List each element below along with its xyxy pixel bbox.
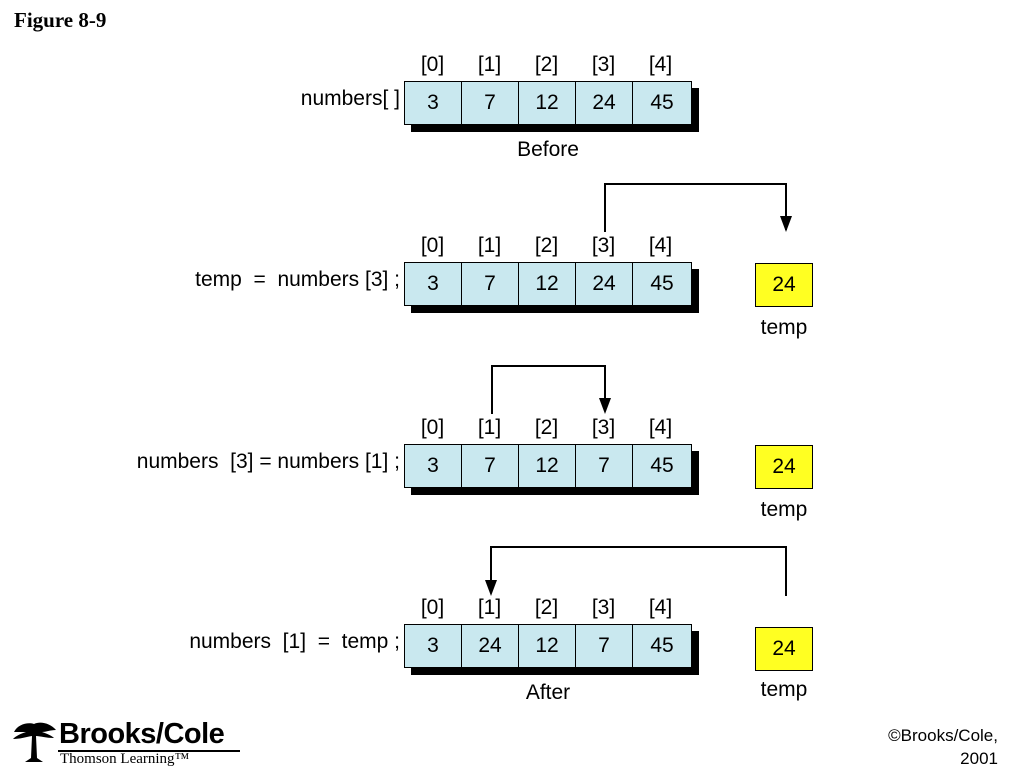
copyright-notice: ©Brooks/Cole, 2001 <box>798 724 998 770</box>
publisher-logo: Brooks/Cole Thomson Learning™ <box>10 718 250 767</box>
index-label: [2] <box>534 234 559 257</box>
array-box: 3 7 12 24 45 <box>404 81 699 132</box>
array-cell: 45 <box>650 454 674 477</box>
array-box: 3 7 12 24 45 <box>404 262 699 313</box>
index-label: [2] <box>534 53 559 76</box>
index-label: [4] <box>648 234 673 257</box>
array-cell: 3 <box>405 625 462 667</box>
index-label: [0] <box>420 596 445 619</box>
index-label: [1] <box>477 596 502 619</box>
array-cells: 3 7 12 7 45 <box>404 444 692 488</box>
index-labels: [0] [1] [2] [3] [4] <box>404 597 692 618</box>
array-box: 3 7 12 7 45 <box>404 444 699 495</box>
array-cell: 45 <box>650 634 674 657</box>
index-labels: [0] [1] [2] [3] [4] <box>404 417 692 438</box>
index-label: [3] <box>591 234 616 257</box>
array-cells: 3 24 12 7 45 <box>404 624 692 668</box>
index-label: [3] <box>591 596 616 619</box>
index-label: [4] <box>648 596 673 619</box>
index-label: [0] <box>420 416 445 439</box>
array-cell: 12 <box>519 263 576 305</box>
array-cell: 7 <box>576 445 633 487</box>
logo-subtitle: Thomson Learning™ <box>60 751 190 767</box>
temp-label: temp <box>760 316 808 339</box>
row-copy-to-temp: [0] [1] [2] [3] [4] temp = numbers [3] ;… <box>0 181 1024 339</box>
logo-name: Brooks/Cole <box>59 718 225 750</box>
array-cell: 24 <box>576 263 633 305</box>
index-label: [4] <box>648 416 673 439</box>
array-cell: 3 <box>405 263 462 305</box>
copyright-line: ©Brooks/Cole, <box>888 726 998 745</box>
array-cell: 45 <box>650 272 674 295</box>
array-cell: 12 <box>519 625 576 667</box>
statement-label: numbers [1] = temp ; <box>189 630 400 653</box>
caption-before: Before <box>517 138 579 161</box>
statement-label: numbers [3] = numbers [1] ; <box>136 450 400 473</box>
index-label: [3] <box>591 416 616 439</box>
index-label: [1] <box>477 53 502 76</box>
row-after: [0] [1] [2] [3] [4] numbers [1] = temp ;… <box>0 543 1024 704</box>
index-label: [2] <box>534 416 559 439</box>
statement-label: temp = numbers [3] ; <box>195 268 400 291</box>
caption-after: After <box>525 681 571 704</box>
statement-label: numbers[ ] <box>300 87 400 110</box>
array-cell: 12 <box>519 445 576 487</box>
index-labels: [0] [1] [2] [3] [4] <box>404 235 692 256</box>
array-cell: 3 <box>405 82 462 124</box>
index-label: [1] <box>477 416 502 439</box>
array-cell: 24 <box>462 625 519 667</box>
figure-title: Figure 8-9 <box>14 8 107 32</box>
temp-label: temp <box>760 678 808 701</box>
index-label: [1] <box>477 234 502 257</box>
index-label: [4] <box>648 53 673 76</box>
array-box: 3 24 12 7 45 <box>404 624 699 675</box>
logo-divider <box>58 750 240 752</box>
array-cells: 3 7 12 24 45 <box>404 262 692 306</box>
temp-box: 24 <box>755 627 813 671</box>
index-label: [0] <box>420 234 445 257</box>
temp-label: temp <box>760 498 808 521</box>
array-cell: 24 <box>576 82 633 124</box>
array-cell: 7 <box>462 445 519 487</box>
array-cell: 3 <box>405 445 462 487</box>
array-cell: 7 <box>462 82 519 124</box>
row-before: [0] [1] [2] [3] [4] numbers[ ] 3 7 12 24… <box>0 0 1024 161</box>
row-copy-index: [0] [1] [2] [3] [4] numbers [3] = number… <box>0 363 1024 521</box>
index-label: [2] <box>534 596 559 619</box>
index-labels: [0] [1] [2] [3] [4] <box>404 54 692 75</box>
index-label: [3] <box>591 53 616 76</box>
array-cell: 12 <box>519 82 576 124</box>
array-cell: 45 <box>650 91 674 114</box>
temp-box: 24 <box>755 263 813 307</box>
index-label: [0] <box>420 53 445 76</box>
array-cell: 7 <box>576 625 633 667</box>
array-cells: 3 7 12 24 45 <box>404 81 692 125</box>
array-cell: 7 <box>462 263 519 305</box>
temp-box: 24 <box>755 445 813 489</box>
tree-icon <box>13 722 56 762</box>
copyright-year: 2001 <box>960 749 998 768</box>
